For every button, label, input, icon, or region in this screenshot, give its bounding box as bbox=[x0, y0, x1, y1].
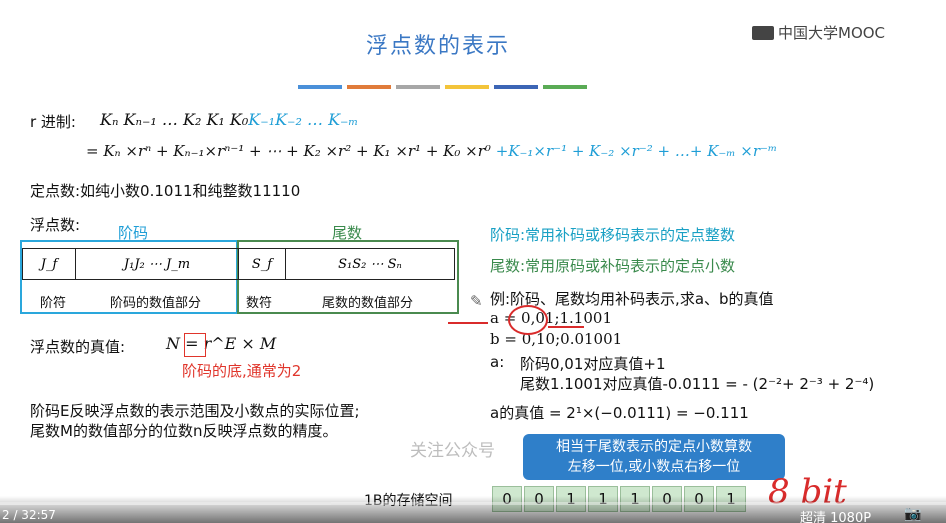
player-controls bbox=[0, 496, 946, 523]
field-exp-value: J₁J₂ ⋯ J_m bbox=[76, 249, 239, 279]
solution-label: a: bbox=[490, 353, 505, 371]
base-highlight-box bbox=[184, 333, 206, 357]
mantissa-title: 尾数 bbox=[332, 224, 363, 242]
stripe bbox=[396, 85, 440, 89]
field-mant-sign: S_f bbox=[239, 249, 286, 279]
base-note: 阶码的底,通常为2 bbox=[182, 362, 302, 380]
handwritten-circle bbox=[508, 305, 548, 335]
desc-line-2: 尾数M的数值部分的位数n反映浮点数的精度。 bbox=[30, 422, 338, 440]
camera-icon[interactable]: 📷 bbox=[904, 506, 922, 522]
stripe bbox=[494, 85, 538, 89]
mantissa-note: 尾数:常用原码或补码表示的定点小数 bbox=[490, 257, 736, 275]
result: a的真值 = 2¹×(−0.0111) = −0.111 bbox=[490, 404, 749, 422]
stripe bbox=[543, 85, 587, 89]
watermark: 关注公众号 bbox=[410, 441, 495, 461]
mooc-logo-icon bbox=[752, 26, 774, 40]
exponent-note: 阶码:常用补码或移码表示的定点整数 bbox=[490, 226, 736, 244]
stripe bbox=[298, 85, 342, 89]
exponent-title: 阶码 bbox=[118, 224, 149, 242]
true-value-label: 浮点数的真值: bbox=[30, 338, 126, 356]
handwritten-stroke bbox=[448, 322, 488, 324]
radix-digits: Kₙ Kₙ₋₁ … K₂ K₁ K₀K₋₁K₋₂ … K₋ₘ bbox=[100, 110, 359, 129]
page-title: 浮点数的表示 bbox=[365, 34, 510, 59]
solution-line-2: 尾数1.1001对应真值-0.0111 = - (2⁻²+ 2⁻³ + 2⁻⁴) bbox=[520, 375, 875, 393]
field-exp-sign: J_f bbox=[23, 249, 76, 279]
desc-line-1: 阶码E反映浮点数的表示范围及小数点的实际位置; bbox=[30, 402, 360, 420]
stripe bbox=[347, 85, 391, 89]
progress-bar[interactable] bbox=[0, 502, 946, 505]
label-exp-sign: 阶符 bbox=[40, 296, 67, 311]
radix-expansion: = Kₙ ×rⁿ + Kₙ₋₁×rⁿ⁻¹ + ⋯ + K₂ ×r² + K₁ ×… bbox=[86, 142, 778, 160]
example-b: b = 0,10;0.01001 bbox=[490, 330, 623, 348]
time-display: 2 / 32:57 bbox=[2, 508, 56, 522]
callout-bubble: 相当于尾数表示的定点小数算数 左移一位,或小数点右移一位 bbox=[523, 434, 785, 480]
true-value-formula: N = r^E × M bbox=[166, 334, 277, 353]
mooc-logo: 中国大学MOOC bbox=[752, 22, 885, 43]
solution-line-1: 阶码0,01对应真值+1 bbox=[520, 355, 666, 373]
label-mant-value: 尾数的数值部分 bbox=[322, 296, 414, 311]
fixed-point-example: 定点数:如纯小数0.1011和纯整数11110 bbox=[30, 182, 301, 200]
float-label: 浮点数: bbox=[30, 216, 81, 234]
quality-button[interactable]: 超清 1080P bbox=[800, 511, 872, 523]
label-mant-sign: 数符 bbox=[246, 296, 273, 311]
radix-label: r 进制: bbox=[30, 113, 76, 131]
pencil-icon: ✎ bbox=[470, 292, 483, 310]
field-mant-value: S₁S₂ ⋯ Sₙ bbox=[338, 256, 402, 272]
progress-fill bbox=[0, 502, 332, 505]
label-exp-value: 阶码的数值部分 bbox=[110, 296, 202, 311]
example-title: 例:阶码、尾数均用补码表示,求a、b的真值 bbox=[490, 290, 774, 308]
stripe bbox=[445, 85, 489, 89]
float-format-row: J_f J₁J₂ ⋯ J_m S_f S₁S₂ ⋯ Sₙ bbox=[22, 248, 455, 280]
title-stripes bbox=[298, 74, 592, 93]
handwritten-underline bbox=[548, 326, 584, 328]
